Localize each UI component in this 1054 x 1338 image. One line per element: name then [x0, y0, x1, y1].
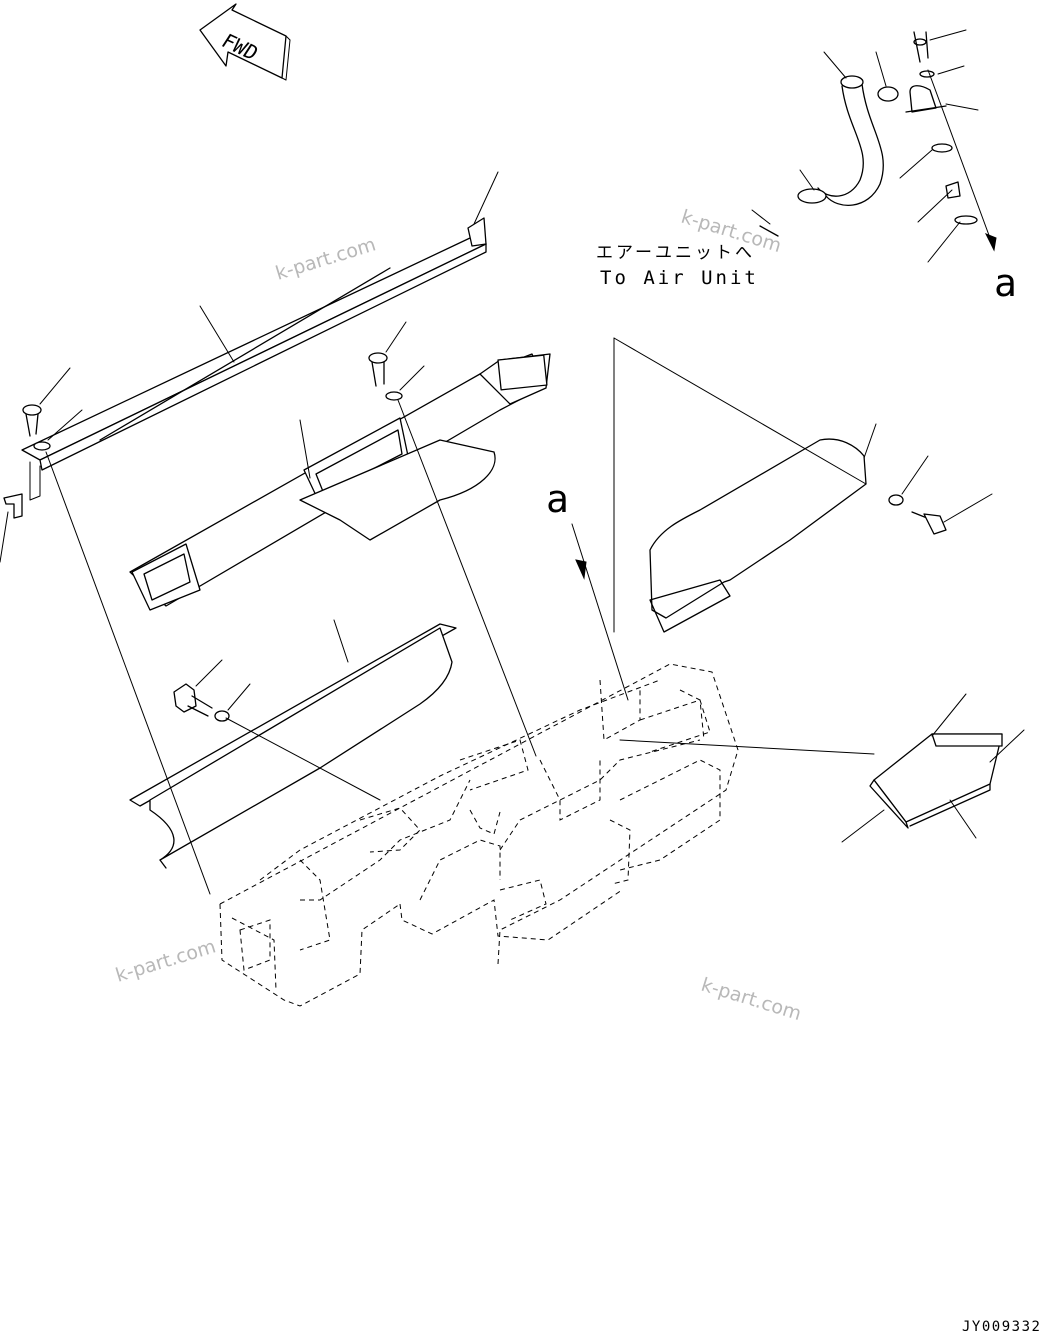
defroster-duct	[129, 353, 551, 611]
air-unit-note-japanese: エアーユニットへ	[596, 243, 755, 263]
fwd-arrow-icon: FWD	[199, 3, 291, 81]
side-vent-outlet	[619, 693, 1025, 843]
dashboard-frame	[219, 663, 739, 1007]
top-trim-panel	[0, 171, 499, 563]
callout-arrow-icon	[575, 559, 587, 580]
callout-a-center: a	[546, 477, 569, 521]
watermark-4: k-part.com	[699, 974, 804, 1025]
callout-leader	[571, 523, 629, 701]
screw-center	[368, 321, 425, 401]
lower-cover-panel	[129, 619, 457, 869]
watermark-3: k-part.com	[113, 935, 218, 986]
callout-a-upper-right: a	[994, 261, 1017, 305]
bolt-lower	[173, 659, 251, 722]
leader-left-screw	[45, 451, 211, 895]
leader-center-screw	[397, 399, 537, 757]
leader-bolt	[225, 717, 381, 801]
watermark-1: k-part.com	[273, 233, 378, 284]
air-unit-note-english: To Air Unit	[600, 267, 759, 289]
drawing-id: JY009332	[962, 1319, 1041, 1335]
air-hose-assembly	[751, 29, 997, 263]
side-cover	[613, 337, 993, 633]
screw-left	[22, 367, 83, 451]
